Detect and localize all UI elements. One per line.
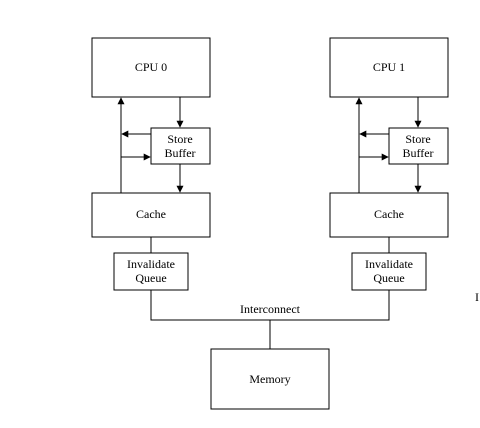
memory-box: [210, 348, 330, 410]
cpu1-invalidate-queue-line2: Queue: [373, 271, 404, 285]
cpu1-cache-label: Cache: [374, 207, 404, 221]
cpu1-invalidate-queue-box: [351, 252, 427, 291]
edge-glyph: I: [475, 290, 479, 304]
cpu0-label: CPU 0: [135, 60, 167, 74]
cpu1-box: [329, 37, 449, 98]
cpu0-cache-box: [91, 192, 211, 238]
cpu1-invalidate-queue-line1: Invalidate: [365, 257, 413, 271]
cpu0-store-buffer-box: [150, 127, 211, 165]
cpu0-invalidate-queue-box: [113, 252, 189, 291]
memory-label: Memory: [249, 372, 290, 386]
cpu1-label: CPU 1: [373, 60, 405, 74]
cpu1-cache-box: [329, 192, 449, 238]
cpu0-store-buffer-line1: Store: [167, 132, 192, 146]
cpu0-invalidate-queue-line2: Queue: [135, 271, 166, 285]
cpu0-box: [91, 37, 211, 98]
cpu0-store-buffer-line2: Buffer: [164, 146, 195, 160]
cpu1-store-buffer-line1: Store: [405, 132, 430, 146]
cpu1-store-buffer-box: [388, 127, 449, 165]
interconnect-label: Interconnect: [240, 302, 301, 316]
cpu0-cache-label: Cache: [136, 207, 166, 221]
cpu0-invalidate-queue-line1: Invalidate: [127, 257, 175, 271]
cpu1-store-buffer-line2: Buffer: [402, 146, 433, 160]
